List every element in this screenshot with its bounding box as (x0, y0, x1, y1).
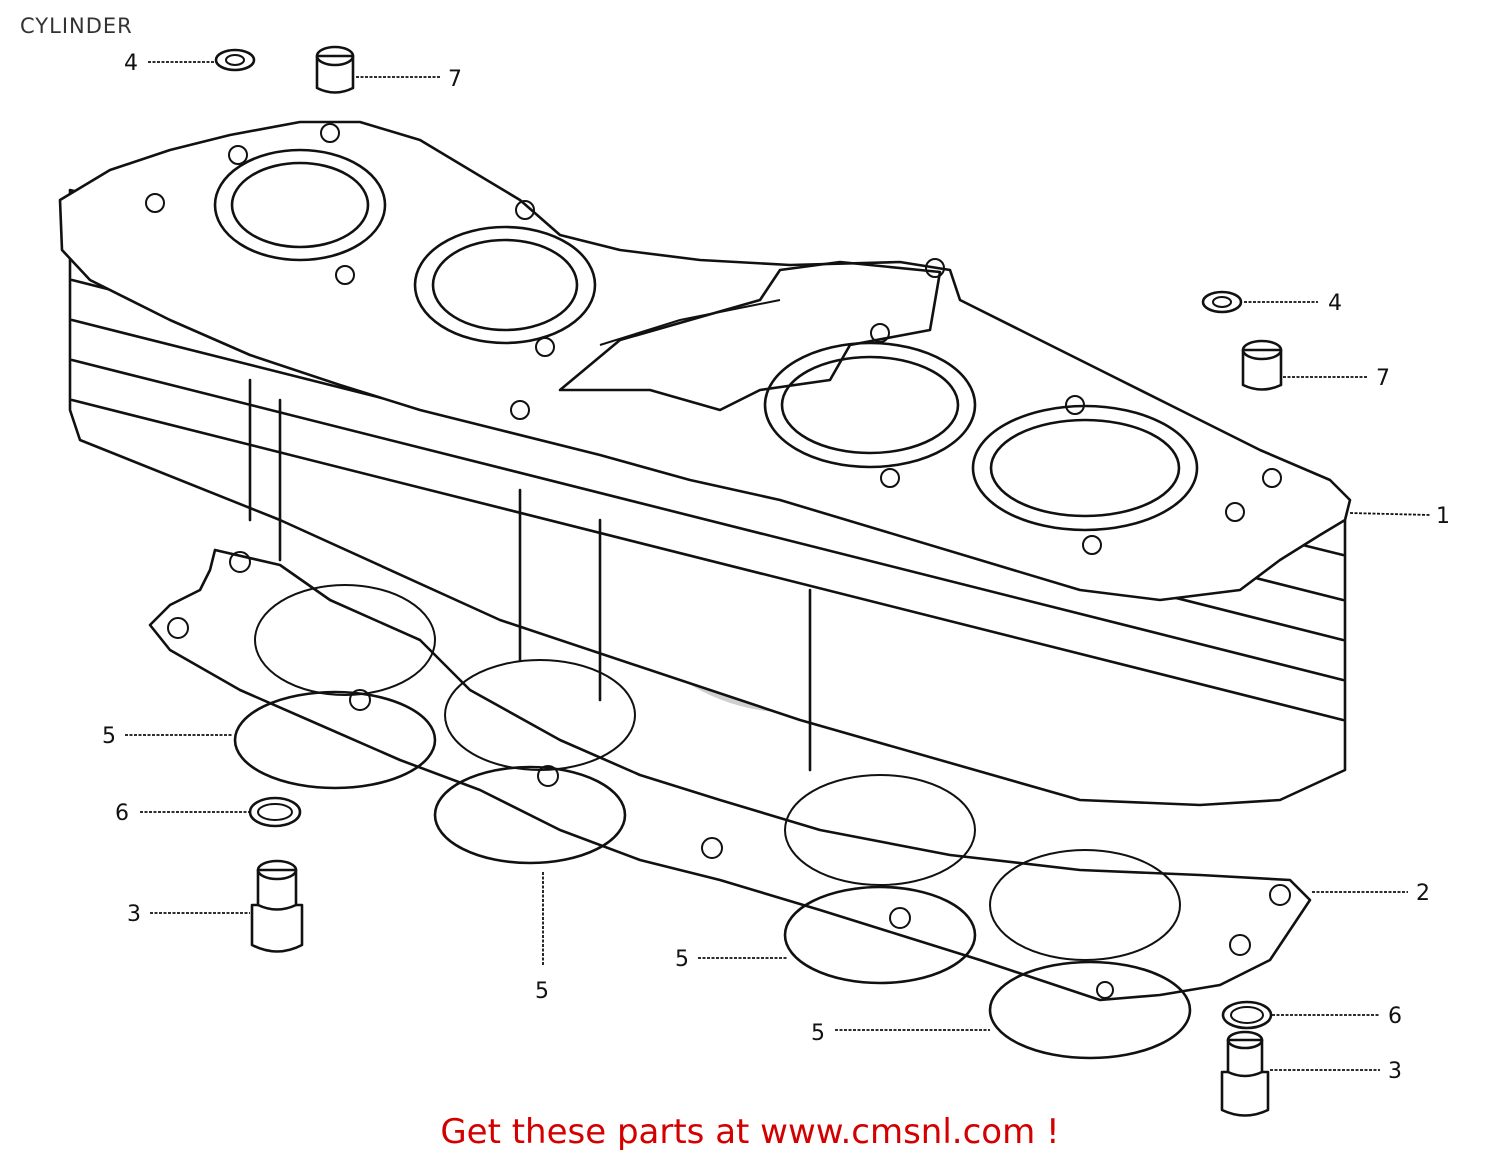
callout-7-right: 7 (1376, 366, 1390, 391)
callout-5-bottom: 5 (811, 1021, 825, 1046)
cmsnl-promo-link[interactable]: Get these parts at www.cmsnl.com ! (440, 1112, 1060, 1152)
small-parts (214, 45, 1283, 1117)
callout-7-top: 7 (448, 67, 462, 92)
cylinder-base-gasket (148, 548, 1312, 1002)
callout-4-top: 4 (124, 51, 138, 76)
callout-1: 1 (1436, 504, 1450, 529)
callout-5-lower: 5 (675, 947, 689, 972)
callout-3-left: 3 (127, 902, 141, 927)
cylinder-block (58, 120, 1352, 807)
callout-5-center: 5 (535, 979, 549, 1004)
callout-5-left: 5 (102, 724, 116, 749)
callout-6-right: 6 (1388, 1004, 1402, 1029)
callout-3-right: 3 (1388, 1059, 1402, 1084)
callout-6-left: 6 (115, 801, 129, 826)
callout-labels: 4 7 4 7 1 5 6 3 5 5 5 2 6 3 (102, 51, 1450, 1084)
callout-2: 2 (1416, 881, 1430, 906)
o-rings (233, 690, 1192, 1060)
leader-lines (125, 61, 1431, 1071)
callout-4-right: 4 (1328, 291, 1342, 316)
diagram-title: CYLINDER (20, 14, 133, 38)
